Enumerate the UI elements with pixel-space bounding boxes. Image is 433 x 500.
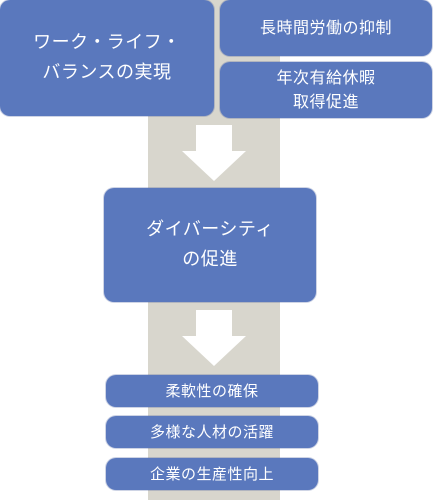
diversity-promotion-line2: の促進: [182, 249, 238, 270]
down-arrow-icon: [182, 125, 246, 181]
productivity-box: 企業の生産性向上: [106, 458, 318, 490]
paid-leave-line1: 年次有給休暇: [276, 68, 376, 87]
diversity-promotion-box: ダイバーシティ の促進: [104, 188, 316, 302]
diverse-talent-label: 多様な人材の活躍: [149, 423, 274, 441]
work-life-balance-box: ワーク・ライフ・ バランスの実現: [0, 0, 214, 116]
diverse-talent-box: 多様な人材の活躍: [106, 416, 318, 448]
work-life-balance-line2: バランスの実現: [42, 62, 172, 83]
paid-leave-line2: 取得促進: [292, 92, 359, 111]
flexibility-label: 柔軟性の確保: [165, 382, 259, 400]
diversity-promotion-line1: ダイバーシティ: [146, 219, 274, 240]
work-life-balance-line1: ワーク・ライフ・: [33, 32, 181, 53]
productivity-label: 企業の生産性向上: [149, 465, 274, 483]
long-hours-reduction-box: 長時間労働の抑制: [220, 0, 432, 56]
paid-leave-box: 年次有給休暇 取得促進: [220, 62, 432, 118]
down-arrow-icon: [182, 310, 246, 366]
long-hours-reduction-label: 長時間労働の抑制: [259, 18, 392, 37]
flexibility-box: 柔軟性の確保: [106, 375, 318, 407]
